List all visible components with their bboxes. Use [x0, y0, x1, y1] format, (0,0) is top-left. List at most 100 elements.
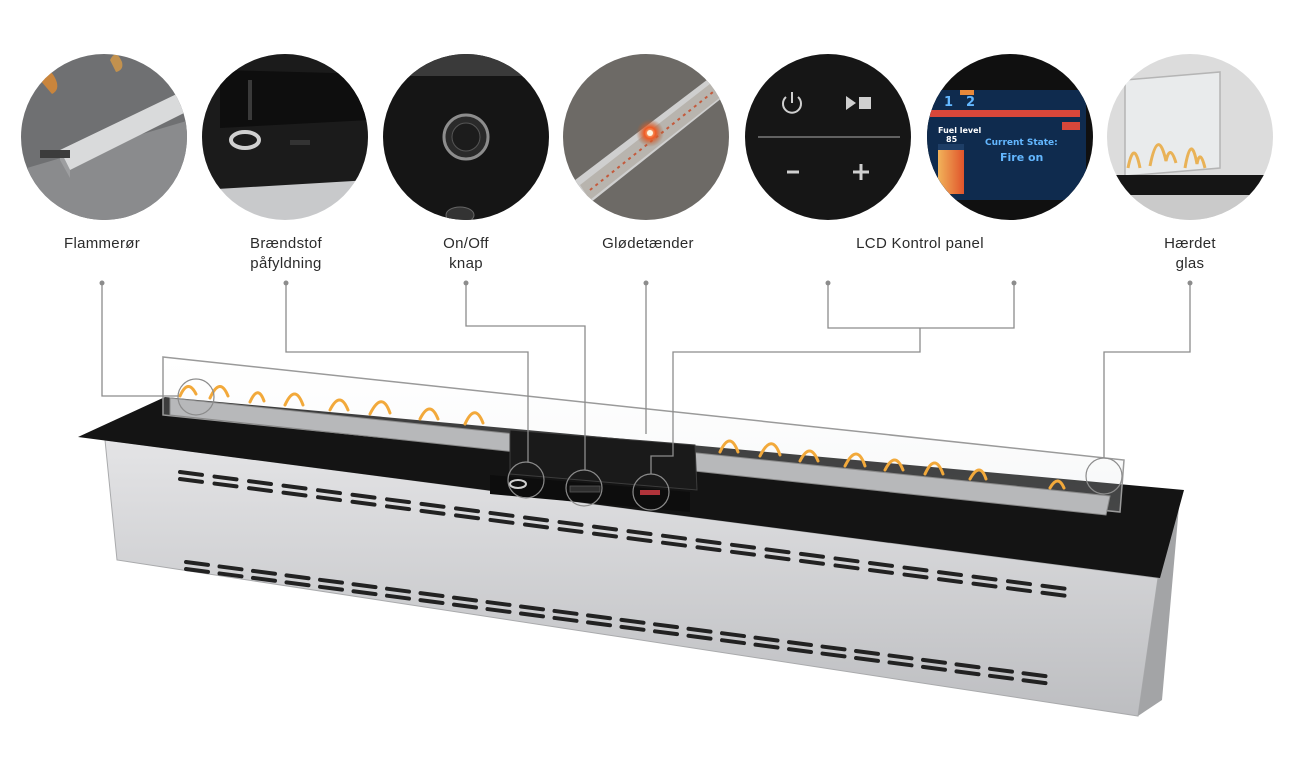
vent-slot [1021, 678, 1048, 686]
label-glodetaender: Glødetænder [602, 235, 694, 252]
label-braendstof: Brændstof påfyldning [250, 235, 322, 272]
vent-slot [686, 633, 713, 641]
vent-slot [251, 575, 277, 583]
vent-slot [799, 551, 825, 559]
vent-slot [552, 608, 579, 616]
vent-slot [385, 497, 411, 505]
vent-slot [350, 499, 377, 507]
vent-slot [212, 474, 239, 482]
vent-slot [1040, 590, 1067, 598]
vent-slot [921, 657, 947, 665]
vent-slot [787, 647, 813, 654]
vent-slot [418, 591, 445, 599]
vent-slot [988, 673, 1014, 681]
vent-slot [902, 572, 929, 580]
detail-tempered-glass [1107, 54, 1273, 220]
vents-upper [178, 470, 1067, 598]
vent-slot [519, 611, 545, 619]
vent-slot [485, 600, 512, 607]
vent-slot [452, 595, 478, 603]
vent-slot [626, 529, 653, 537]
vent-slot [351, 589, 378, 597]
lcd-tab-2: 2 [966, 95, 975, 110]
vent-slot [1006, 586, 1032, 594]
lcd-fuel-label: Fuel level [938, 126, 982, 135]
detail-fuel-filler [202, 54, 368, 220]
vent-slot [178, 477, 204, 484]
vent-slot [954, 669, 981, 677]
vent-slot [454, 506, 480, 514]
vent-slot [820, 651, 847, 659]
leader-lines [101, 283, 1191, 474]
vent-slot [720, 631, 746, 639]
vent-slot [1021, 671, 1048, 679]
vent-slot [385, 586, 411, 594]
marker-onoff [565, 469, 603, 507]
vent-slot [284, 580, 311, 588]
vent-slot [419, 501, 446, 509]
vent-slot [351, 582, 378, 590]
vent-slot [454, 513, 480, 521]
vent-slot [284, 573, 311, 581]
label-onoff: On/Off knap [443, 235, 489, 272]
vent-slot [653, 629, 679, 637]
vent-slot [868, 561, 894, 568]
vent-slot [385, 593, 411, 601]
vent-slot [954, 662, 981, 670]
vent-slot [552, 615, 579, 623]
vent-slot [485, 607, 512, 614]
label-glas: Hærdet glas [1164, 235, 1216, 272]
vent-slot [318, 584, 344, 592]
vent-slot [619, 617, 646, 625]
vent-slot [764, 547, 791, 555]
vent-slot [833, 556, 860, 564]
vent-slot [937, 570, 963, 577]
lcd-state-label: Current State: [985, 138, 1058, 148]
vent-slot [730, 549, 756, 557]
vent-slot [653, 622, 679, 630]
vent-slot [419, 508, 446, 516]
vent-slot [557, 527, 584, 534]
vent-slot [695, 538, 722, 546]
label-flammeror: Flammerør [63, 235, 141, 252]
vent-slot [488, 517, 515, 525]
lcd-state-value: Fire on [1000, 151, 1043, 164]
vent-slot [1040, 583, 1067, 591]
vent-slot [184, 567, 210, 574]
vent-slot [730, 542, 756, 550]
vent-slot [586, 613, 612, 621]
vent-slot [753, 635, 780, 643]
vent-slot [868, 568, 894, 575]
vent-slot [385, 504, 411, 512]
vent-slot [557, 520, 584, 527]
vent-slot [833, 563, 860, 571]
plus-icon [853, 164, 869, 180]
vent-slot [695, 545, 722, 553]
detail-lcd-buttons [745, 54, 911, 220]
vent-slot [720, 638, 746, 646]
vent-slot [592, 531, 618, 539]
vent-slot [887, 660, 914, 668]
flames [178, 385, 1066, 490]
vent-slot [281, 483, 308, 491]
power-icon [782, 92, 802, 114]
vent-slot [523, 515, 549, 523]
detail-flame-tube [21, 54, 187, 220]
vent-slot [887, 653, 914, 661]
vent-slot [686, 626, 713, 634]
fuel-inlet [509, 479, 527, 489]
vent-slot [619, 624, 646, 632]
vent-slot [316, 495, 342, 503]
vent-slot [937, 577, 963, 584]
vent-slot [1006, 579, 1032, 587]
vent-slot [488, 510, 515, 518]
vent-slot [251, 568, 277, 576]
vents-lower [184, 560, 1048, 686]
vent-slot [318, 577, 344, 585]
vent-slot [178, 470, 204, 477]
vent-slot [820, 644, 847, 652]
control-box [509, 429, 698, 491]
marker-flame-tube [177, 378, 215, 416]
vent-slot [350, 492, 377, 500]
